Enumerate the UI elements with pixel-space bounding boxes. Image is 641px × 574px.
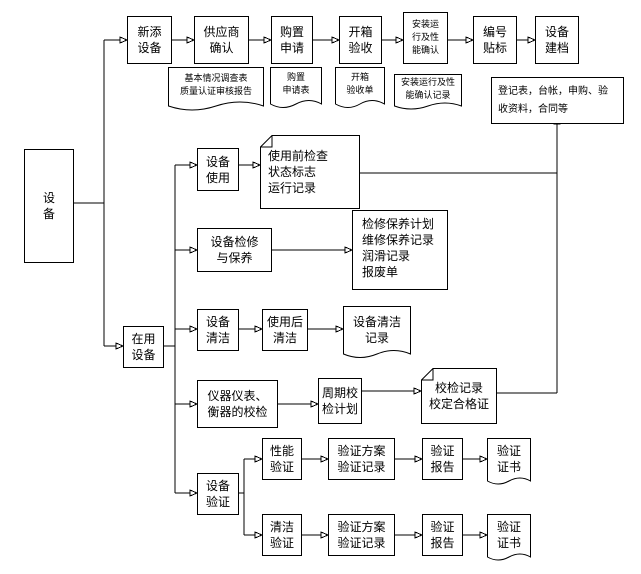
maintenance-docs-document: 检修保养计划 维修保养记录 润滑记录 报废单	[352, 210, 448, 290]
usage-docs-document: 使用前检查 状态标志 运行记录	[260, 135, 360, 209]
install-record-document: 安装运行及性 能确认记录	[394, 74, 462, 112]
purchase-form-document: 购置 申请表	[270, 67, 322, 111]
performance-validation-certificate-document: 验证 证书	[487, 438, 531, 488]
archive-docs-box: 登记表，台帐，申购、验 收资料，合同等	[491, 77, 624, 124]
new-equipment-node: 新添 设备	[127, 16, 172, 64]
maintenance-node: 设备检修 与保养	[197, 228, 272, 272]
purchase-request-node: 购置 申请	[271, 16, 313, 64]
usage-node: 设备 使用	[197, 148, 239, 191]
supplier-confirm-node: 供应商 确认	[194, 16, 249, 64]
performance-validation-plan-node: 验证方案 验证记录	[328, 438, 395, 480]
cleaning-record-document: 设备清洁 记录	[343, 306, 411, 362]
archive-node: 设备 建档	[535, 16, 579, 64]
equipment-root-node: 设 备	[24, 149, 74, 263]
calibration-node: 仪器仪表、 衡器的校检	[197, 380, 278, 428]
number-label-node: 编号 贴标	[473, 16, 517, 64]
accept-form-document: 开箱 验收单	[335, 67, 385, 111]
cleaning-validation-plan-node: 验证方案 验证记录	[328, 514, 395, 556]
in-use-equipment-node: 在用 设备	[123, 326, 164, 368]
cleaning-validation-report-node: 验证 报告	[422, 514, 463, 556]
supplier-docs-document: 基本情况调查表 质量认证审核报告	[168, 67, 264, 113]
install-confirm-node: 安装运 行及性 能确认	[403, 12, 448, 64]
cleaning-validation-node: 清洁 验证	[262, 514, 302, 556]
unpack-accept-node: 开箱 验收	[339, 16, 382, 64]
cleaning-node: 设备 清洁	[197, 309, 239, 351]
calibration-docs-document: 校检记录 校定合格证	[421, 368, 497, 424]
performance-validation-report-node: 验证 报告	[422, 438, 463, 480]
performance-validation-node: 性能 验证	[262, 438, 302, 480]
validation-node: 设备 验证	[197, 473, 239, 515]
after-use-cleaning-node: 使用后 清洁	[262, 309, 308, 351]
cleaning-validation-certificate-document: 验证 证书	[487, 514, 531, 564]
calibration-plan-node: 周期校 检计划	[318, 378, 362, 424]
